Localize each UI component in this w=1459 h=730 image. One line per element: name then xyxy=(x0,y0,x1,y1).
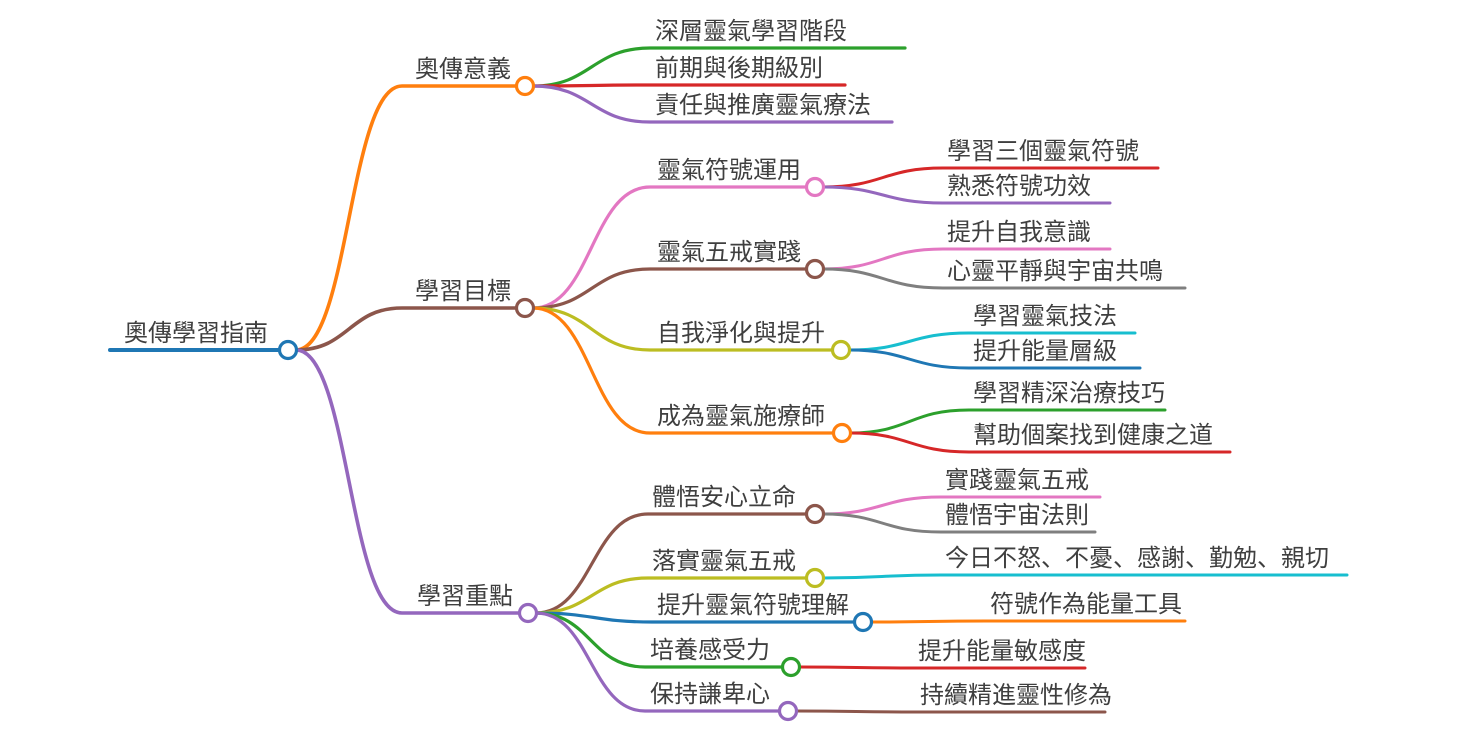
node-toggle-cultivate-sensitivity[interactable] xyxy=(780,656,802,678)
branch-settled-mind xyxy=(534,512,808,615)
branch-okuden-meaning xyxy=(294,84,518,352)
node-label-self-awareness: 提升自我意識 xyxy=(947,219,1091,246)
node-label-okuden-meaning: 奧傳意義 xyxy=(415,56,511,83)
node-label-apply-precepts: 落實靈氣五戒 xyxy=(652,548,796,575)
branch-help-clients xyxy=(848,431,1232,454)
branch-cultivate-sensitivity xyxy=(534,611,784,669)
branch-today-precepts xyxy=(821,573,1349,580)
node-label-deep-reiki-stage: 深層靈氣學習階段 xyxy=(655,18,847,45)
node-toggle-five-precepts-practice[interactable] xyxy=(804,258,826,280)
node-toggle-learning-goals[interactable] xyxy=(514,297,536,319)
node-toggle-learning-focus[interactable] xyxy=(517,602,539,624)
branch-reiki-techniques xyxy=(847,331,1137,352)
node-label-become-practitioner: 成為靈氣施療師 xyxy=(657,403,825,430)
branch-self-purify xyxy=(531,306,834,352)
branch-become-practitioner xyxy=(531,306,835,435)
node-label-energy-sensitivity: 提升能量敏感度 xyxy=(918,638,1086,665)
branch-responsibility-promote xyxy=(531,84,894,124)
node-label-symbol-understanding: 提升靈氣符號理解 xyxy=(657,592,849,619)
node-label-five-precepts-practice: 靈氣五戒實踐 xyxy=(657,239,801,266)
node-toggle-symbol-understanding[interactable] xyxy=(852,611,874,633)
branch-learning-goals xyxy=(294,306,518,352)
node-label-reiki-techniques: 學習靈氣技法 xyxy=(973,303,1117,330)
node-label-self-purify: 自我淨化與提升 xyxy=(657,320,825,347)
branch-advanced-healing xyxy=(848,408,1167,435)
node-toggle-root[interactable] xyxy=(277,339,299,361)
branch-five-precepts-practice xyxy=(531,267,808,310)
node-label-stay-humble: 保持謙卑心 xyxy=(650,681,770,708)
node-label-practice-five-precepts: 實踐靈氣五戒 xyxy=(945,467,1089,494)
node-toggle-okuden-meaning[interactable] xyxy=(514,75,536,97)
node-label-spiritual-progress: 持續精進靈性修為 xyxy=(920,682,1112,709)
node-toggle-apply-precepts[interactable] xyxy=(804,567,826,589)
branch-symbol-use xyxy=(531,185,808,310)
node-label-cultivate-sensitivity: 培養感受力 xyxy=(650,637,770,664)
node-label-three-symbols: 學習三個靈氣符號 xyxy=(947,138,1139,165)
branch-practice-five-precepts xyxy=(821,495,1102,516)
branch-universal-law xyxy=(821,512,1097,534)
branch-three-symbols xyxy=(821,166,1160,189)
node-toggle-become-practitioner[interactable] xyxy=(831,422,853,444)
branch-self-awareness xyxy=(821,247,1112,271)
node-toggle-symbol-use[interactable] xyxy=(804,176,826,198)
node-label-root: 奧傳學習指南 xyxy=(124,320,268,347)
branch-energy-level-up xyxy=(847,348,1142,370)
branch-early-late-levels xyxy=(531,83,847,88)
node-label-today-precepts: 今日不怒、不憂、感謝、勤勉、親切 xyxy=(945,545,1329,572)
node-label-symbol-as-tool: 符號作為能量工具 xyxy=(990,591,1182,618)
node-toggle-self-purify[interactable] xyxy=(830,339,852,361)
branch-spiritual-progress xyxy=(794,709,1107,714)
node-label-universal-law: 體悟宇宙法則 xyxy=(945,502,1089,529)
node-label-symbol-effects: 熟悉符號功效 xyxy=(947,173,1091,200)
node-label-early-late-levels: 前期與後期級別 xyxy=(655,55,823,82)
node-label-learning-goals: 學習目標 xyxy=(415,278,511,305)
node-label-responsibility-promote: 責任與推廣靈氣療法 xyxy=(655,92,871,119)
node-toggle-settled-mind[interactable] xyxy=(804,503,826,525)
branch-apply-precepts xyxy=(534,576,808,615)
node-label-advanced-healing: 學習精深治療技巧 xyxy=(973,380,1165,407)
branch-energy-sensitivity xyxy=(797,665,1087,670)
branch-stay-humble xyxy=(534,611,781,713)
branch-symbol-as-tool xyxy=(869,619,1187,624)
branch-peace-resonance xyxy=(821,267,1187,290)
branch-learning-focus xyxy=(294,348,521,615)
branch-symbol-understanding xyxy=(534,611,856,624)
node-label-help-clients: 幫助個案找到健康之道 xyxy=(973,422,1213,449)
node-label-settled-mind: 體悟安心立命 xyxy=(652,484,796,511)
node-label-symbol-use: 靈氣符號運用 xyxy=(657,157,801,184)
node-label-learning-focus: 學習重點 xyxy=(417,583,513,610)
branch-symbol-effects xyxy=(821,185,1112,205)
branch-deep-reiki-stage xyxy=(531,46,907,88)
node-label-peace-resonance: 心靈平靜與宇宙共鳴 xyxy=(947,258,1163,285)
node-label-energy-level-up: 提升能量層級 xyxy=(973,338,1117,365)
node-toggle-stay-humble[interactable] xyxy=(777,700,799,722)
